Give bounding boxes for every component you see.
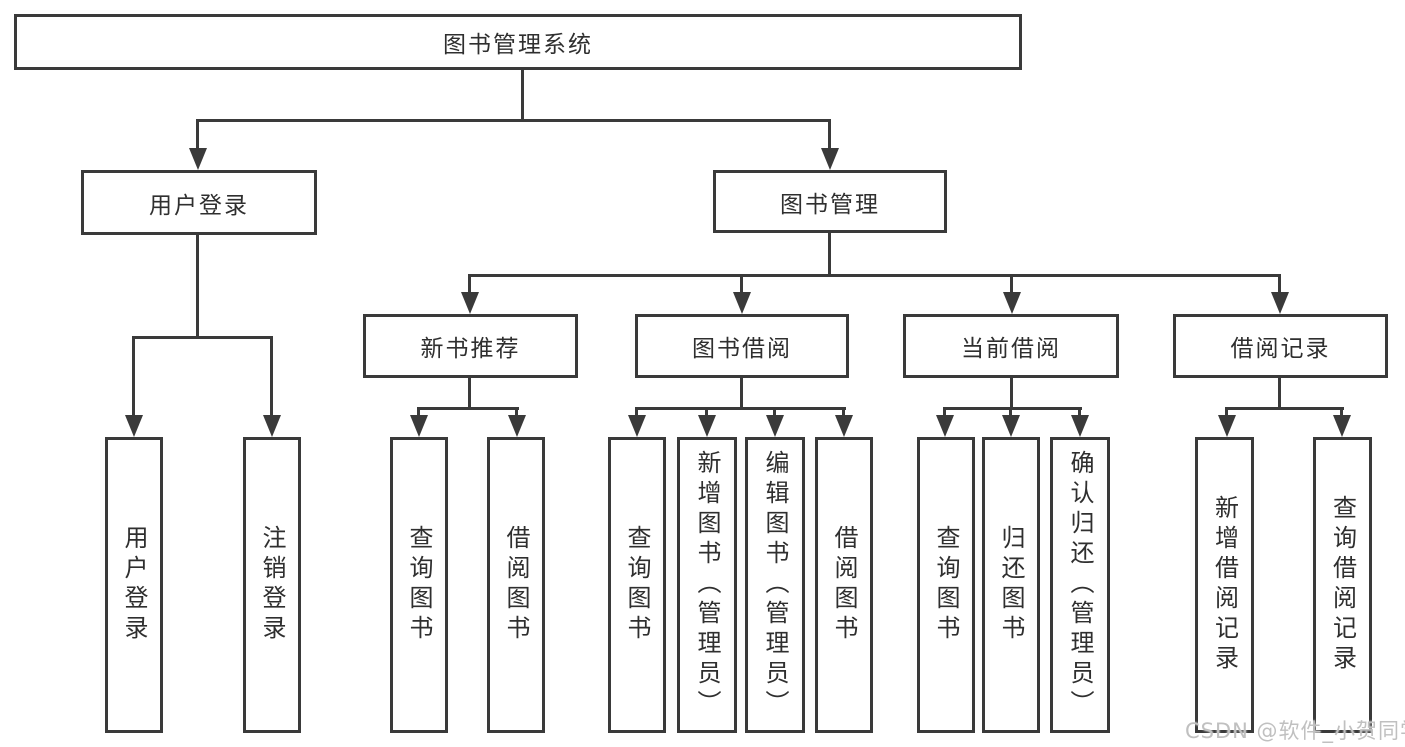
connector-line [1278, 274, 1281, 295]
node-new-book-recommend-label: 新书推荐 [420, 336, 521, 362]
arrowhead-down-icon [1271, 292, 1289, 314]
connector-line [468, 378, 471, 410]
connector-line [521, 70, 524, 121]
node-current-borrowing: 当前借阅 [903, 314, 1119, 378]
connector-line [417, 407, 519, 410]
node-leaf-logout-label: 注销登录 [258, 525, 286, 645]
node-leaf-query-books-current: 查询图书 [917, 437, 975, 733]
node-leaf-query-books-recommend: 查询图书 [390, 437, 448, 733]
node-leaf-borrow-books-recommend: 借阅图书 [487, 437, 545, 733]
arrowhead-down-icon [508, 415, 526, 437]
arrowhead-down-icon [189, 148, 207, 170]
connector-line [468, 274, 471, 295]
connector-line [943, 407, 1082, 410]
connector-line [842, 407, 845, 417]
arrowhead-down-icon [766, 415, 784, 437]
connector-line [515, 407, 518, 417]
node-library-system-label: 图书管理系统 [443, 32, 593, 58]
node-leaf-logout: 注销登录 [243, 437, 301, 733]
connector-line [1278, 378, 1281, 410]
connector-line [828, 119, 831, 150]
arrowhead-down-icon [461, 292, 479, 314]
node-book-borrowing: 图书借阅 [635, 314, 849, 378]
node-leaf-add-book-admin-label: 新增图书（管理员） [693, 450, 721, 720]
connector-line [270, 336, 273, 417]
connector-line [1225, 407, 1344, 410]
arrowhead-down-icon [821, 148, 839, 170]
node-leaf-query-books-recommend-label: 查询图书 [405, 525, 433, 645]
node-current-borrowing-label: 当前借阅 [961, 336, 1061, 362]
node-leaf-return-book-label: 归还图书 [997, 525, 1025, 645]
node-leaf-confirm-return-admin: 确认归还（管理员） [1050, 437, 1110, 733]
arrowhead-down-icon [1002, 415, 1020, 437]
connector-line [773, 407, 776, 417]
arrowhead-down-icon [835, 415, 853, 437]
connector-line [740, 274, 743, 295]
connector-line [635, 407, 638, 417]
arrowhead-down-icon [1071, 415, 1089, 437]
connector-line [1009, 407, 1012, 417]
arrowhead-down-icon [733, 292, 751, 314]
node-book-borrowing-label: 图书借阅 [692, 336, 792, 362]
node-leaf-add-borrow-record: 新增借阅记录 [1195, 437, 1254, 733]
connector-line [705, 407, 708, 417]
node-leaf-query-books-current-label: 查询图书 [932, 525, 960, 645]
connector-line [1010, 378, 1013, 410]
node-new-book-recommend: 新书推荐 [363, 314, 578, 378]
connector-line [417, 407, 420, 417]
node-leaf-edit-book-admin: 编辑图书（管理员） [745, 437, 805, 733]
node-leaf-query-borrow-record: 查询借阅记录 [1313, 437, 1372, 733]
connector-line [1078, 407, 1081, 417]
arrowhead-down-icon [936, 415, 954, 437]
node-leaf-query-borrow-record-label: 查询借阅记录 [1328, 495, 1357, 675]
connector-line [1010, 274, 1013, 295]
node-leaf-edit-book-admin-label: 编辑图书（管理员） [761, 450, 789, 720]
connector-line [1225, 407, 1228, 417]
node-leaf-borrow-books-borrowing-label: 借阅图书 [830, 525, 858, 645]
connector-line [1340, 407, 1343, 417]
node-leaf-query-books-borrowing-label: 查询图书 [623, 525, 651, 645]
connector-line [196, 119, 831, 122]
arrowhead-down-icon [263, 415, 281, 437]
connector-line [468, 274, 1281, 277]
node-leaf-borrow-books-borrowing: 借阅图书 [815, 437, 873, 733]
node-book-management-label: 图书管理 [780, 191, 880, 218]
arrowhead-down-icon [125, 415, 143, 437]
node-library-system: 图书管理系统 [14, 14, 1022, 70]
node-leaf-user-login: 用户登录 [105, 437, 163, 733]
arrowhead-down-icon [628, 415, 646, 437]
node-book-management: 图书管理 [713, 170, 947, 233]
connector-line [943, 407, 946, 417]
connector-line [132, 336, 273, 339]
node-borrowing-records-label: 借阅记录 [1230, 336, 1331, 362]
connector-line [740, 378, 743, 410]
node-user-login-label: 用户登录 [149, 192, 249, 219]
arrowhead-down-icon [1333, 415, 1351, 437]
arrowhead-down-icon [1218, 415, 1236, 437]
node-leaf-add-borrow-record-label: 新增借阅记录 [1210, 495, 1239, 675]
connector-line [828, 233, 831, 277]
node-leaf-query-books-borrowing: 查询图书 [608, 437, 666, 733]
node-leaf-borrow-books-recommend-label: 借阅图书 [502, 525, 530, 645]
node-leaf-return-book: 归还图书 [982, 437, 1040, 733]
arrowhead-down-icon [1003, 292, 1021, 314]
node-leaf-confirm-return-admin-label: 确认归还（管理员） [1066, 450, 1094, 720]
connector-line [132, 336, 135, 417]
node-borrowing-records: 借阅记录 [1173, 314, 1388, 378]
watermark: CSDN @软件_小贺同学 [1185, 719, 1405, 743]
arrowhead-down-icon [698, 415, 716, 437]
connector-line [196, 119, 199, 150]
node-leaf-add-book-admin: 新增图书（管理员） [677, 437, 737, 733]
connector-line [196, 235, 199, 339]
node-leaf-user-login-label: 用户登录 [120, 525, 148, 645]
connector-line [635, 407, 846, 410]
arrowhead-down-icon [410, 415, 428, 437]
node-user-login: 用户登录 [81, 170, 317, 235]
